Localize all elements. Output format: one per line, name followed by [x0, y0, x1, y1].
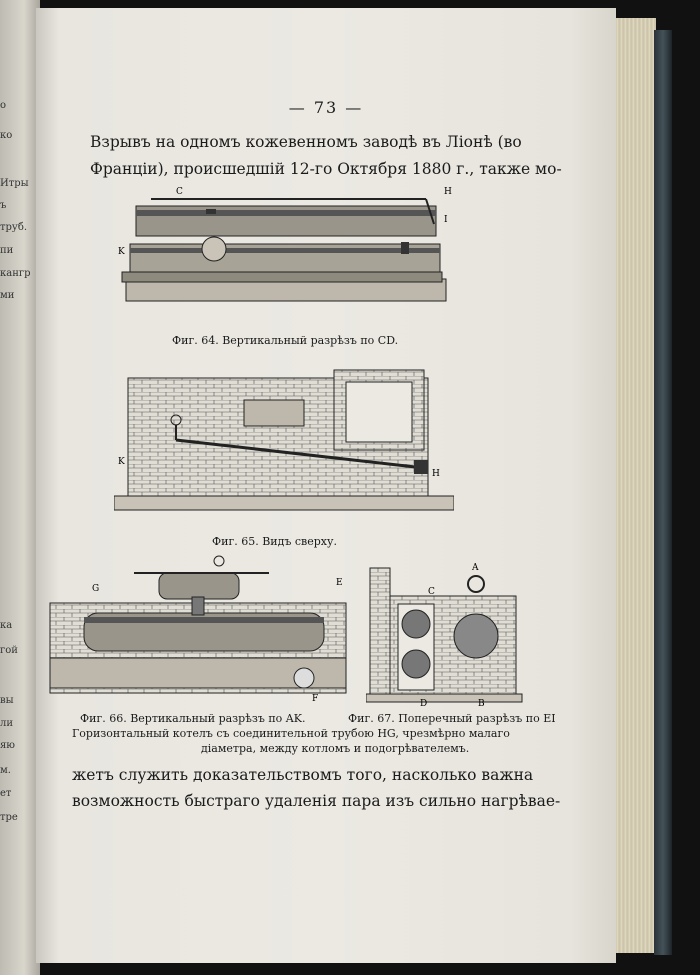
- left-fragment: ко: [0, 130, 13, 141]
- figure-67-caption: Фиг. 67. Поперечный разрѣзъ по EI: [348, 712, 556, 725]
- left-fragment: вы: [0, 695, 14, 706]
- left-page-edge: о ко Итры ъ труб. пи кангр ми ка гой вы …: [0, 0, 40, 975]
- left-fragment: ка: [0, 620, 13, 631]
- fig64-letter: H: [444, 187, 452, 197]
- fig67-letter: C: [428, 587, 435, 597]
- figure-64-boiler-section: C H I K: [118, 187, 452, 302]
- figure-description: діаметра, между котломъ и подогрѣвателем…: [201, 742, 470, 755]
- body-line: возможность быстраго удаленія пара изъ с…: [72, 792, 561, 810]
- fig66-letter: F: [312, 694, 318, 703]
- fig67-letter: A: [471, 563, 479, 573]
- fig65-letter: H: [432, 469, 440, 479]
- left-fragment: кангр: [0, 268, 31, 279]
- figure-66-caption: Фиг. 66. Вертикальный разрѣзъ по AK.: [80, 712, 306, 725]
- left-fragment: ъ: [0, 200, 7, 211]
- page-number: — 73 —: [288, 98, 364, 117]
- left-fragment: о: [0, 100, 7, 111]
- left-fragment: пи: [0, 245, 14, 256]
- fig66-letter: E: [336, 578, 343, 588]
- page-edges: [612, 18, 656, 953]
- fig66-letter: G: [92, 584, 99, 594]
- book-cover: [654, 30, 672, 955]
- intro-line: Взрывъ на одномъ кожевенномъ заводѣ въ Л…: [90, 133, 522, 151]
- left-fragment: ми: [0, 290, 15, 301]
- left-fragment: ет: [0, 788, 12, 799]
- left-fragment: м.: [0, 765, 11, 776]
- left-fragment: тре: [0, 812, 18, 823]
- left-fragment: яю: [0, 740, 16, 751]
- left-fragment: гой: [0, 645, 18, 656]
- figure-66-vertical-section: G E F: [49, 555, 347, 703]
- left-fragment: Итры: [0, 178, 29, 189]
- figure-65-caption: Фиг. 65. Видъ сверху.: [212, 535, 337, 548]
- intro-line: Франціи), происшедшій 12-го Октября 1880…: [90, 160, 562, 178]
- figure-64-caption: Фиг. 64. Вертикальный разрѣзъ по CD.: [172, 334, 399, 347]
- book-page: — 73 — Взрывъ на одномъ кожевенномъ заво…: [36, 8, 616, 963]
- left-fragment: труб.: [0, 222, 28, 233]
- fig65-letter: K: [118, 457, 125, 467]
- left-fragment: ли: [0, 718, 14, 729]
- figure-65-top-view: K H: [114, 369, 454, 511]
- fig64-letter: C: [176, 187, 183, 197]
- figure-67-cross-section: A C D B: [366, 563, 523, 706]
- body-line: жетъ служить доказательствомъ того, наск…: [72, 766, 534, 784]
- fig64-letter: K: [118, 247, 125, 257]
- fig67-letter: B: [478, 699, 485, 706]
- figure-description: Горизонтальный котелъ съ соединительной …: [72, 727, 510, 740]
- fig67-letter: D: [420, 699, 427, 706]
- fig64-letter: I: [444, 215, 448, 225]
